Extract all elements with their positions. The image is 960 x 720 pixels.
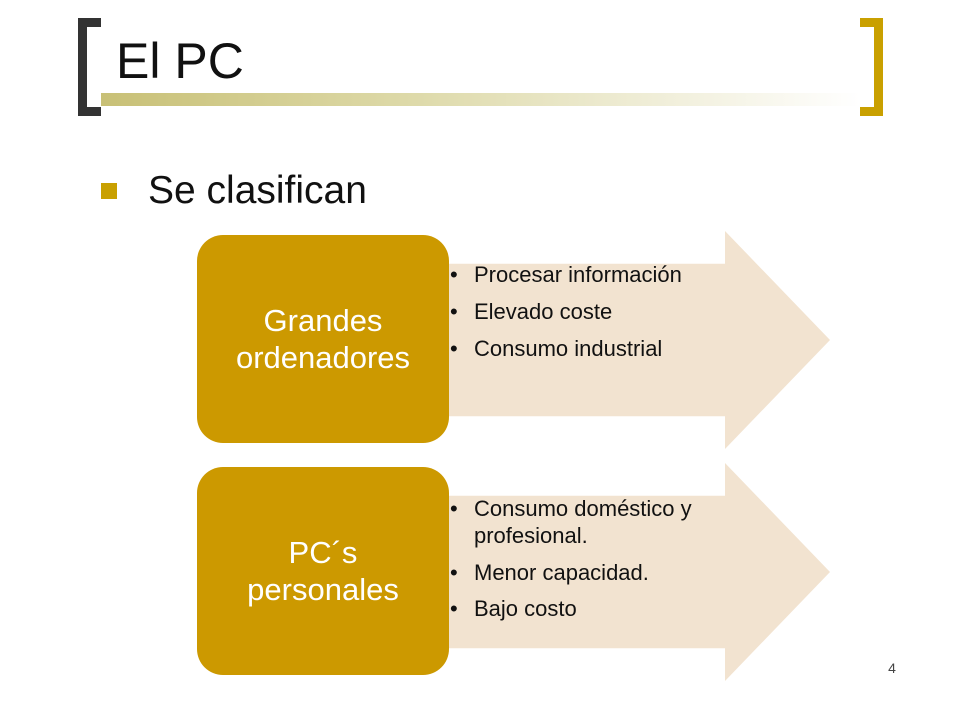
group-1-list-item: • Elevado coste [448, 299, 748, 326]
bullet-dot-icon: • [450, 496, 458, 521]
title-bracket-left [78, 18, 101, 116]
title-underline-bar [101, 93, 860, 106]
group-1-label: Grandes ordenadores [235, 302, 411, 375]
group-1-item-text: Elevado coste [474, 298, 613, 324]
bullet-dot-icon: • [450, 559, 458, 585]
slide-title: El PC [116, 33, 244, 89]
group-1-item-list: • Procesar información • Elevado coste • Co… [448, 262, 748, 372]
bullet-dot-icon: • [450, 298, 458, 324]
group-1-item-text: Consumo industrial [474, 335, 663, 361]
group-2-list-item: • Consumo doméstico y profesional. [448, 496, 758, 550]
bullet-square-icon [101, 183, 117, 199]
group-2-item-text: Bajo costo [474, 596, 577, 622]
bullet-text: Se clasifican [148, 169, 367, 212]
group-1-label-box: Grandes ordenadores [197, 235, 449, 443]
group-1-list-item: • Procesar información [448, 262, 748, 289]
group-2-item-list: • Consumo doméstico y profesional. • Menor… [448, 496, 758, 633]
bullet-dot-icon: • [450, 262, 458, 287]
bullet-dot-icon: • [450, 335, 458, 361]
group-2-label-box: PC´s personales [197, 467, 449, 675]
group-2-list-item: • Bajo costo [448, 596, 758, 623]
group-1-item-text: Procesar información [474, 262, 682, 287]
page-number: 4 [888, 660, 896, 676]
group-2-item-text: Consumo doméstico y profesional. [474, 496, 692, 548]
group-2-list-item: • Menor capacidad. [448, 560, 758, 587]
group-1-list-item: • Consumo industrial [448, 336, 748, 363]
arrow-shape-group-1 [410, 231, 830, 449]
group-2-item-text: Menor capacidad. [474, 559, 649, 585]
group-2-label: PC´s personales [247, 534, 399, 607]
bullet-dot-icon: • [450, 596, 458, 622]
title-bracket-right [860, 18, 883, 116]
